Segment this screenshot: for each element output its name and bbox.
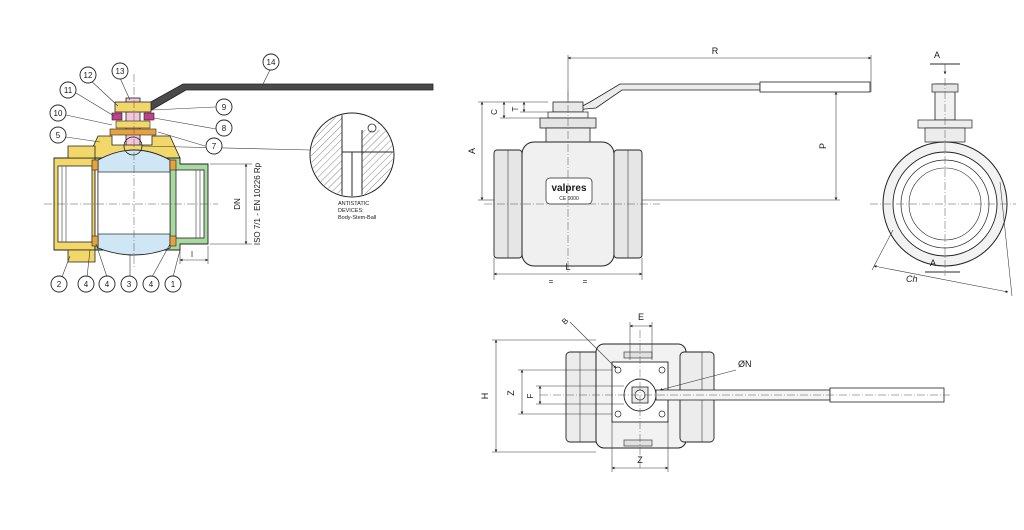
dim-N: ØN bbox=[738, 359, 752, 369]
dn-label: DN bbox=[233, 198, 242, 210]
callout-11: 11 bbox=[59, 81, 77, 99]
section-label-top: A bbox=[934, 50, 940, 60]
front-view: R valpres CE 0000 P A C T bbox=[467, 46, 872, 286]
callout-1: 1 bbox=[164, 275, 182, 293]
callout-leaders bbox=[61, 69, 271, 278]
brand-logo: valpres bbox=[551, 183, 586, 194]
svg-text:12: 12 bbox=[84, 71, 93, 80]
antistatic-caption-3: Body-Stem-Ball bbox=[338, 215, 376, 221]
end-hex-left bbox=[565, 351, 601, 443]
handle-grip bbox=[829, 387, 945, 403]
antistatic-caption-1: ANTISTATIC bbox=[338, 201, 369, 207]
svg-text:4: 4 bbox=[105, 280, 110, 289]
svg-text:3: 3 bbox=[127, 280, 132, 289]
seat-left bbox=[91, 235, 99, 247]
packing bbox=[115, 120, 151, 129]
seat-left bbox=[91, 159, 99, 171]
svg-text:11: 11 bbox=[64, 86, 73, 95]
seat-right bbox=[169, 235, 177, 247]
svg-text:4: 4 bbox=[149, 280, 154, 289]
antistatic-detail: ANTISTATIC DEVICES: Body-Stem-Ball bbox=[309, 112, 395, 221]
callout-6: 5 bbox=[49, 126, 67, 144]
svg-text:13: 13 bbox=[116, 67, 125, 76]
callout-5: 4 bbox=[77, 275, 95, 293]
svg-text:2: 2 bbox=[57, 280, 62, 289]
lever-handle bbox=[139, 83, 434, 113]
callout-12: 12 bbox=[79, 66, 97, 84]
stem-seal bbox=[111, 112, 123, 121]
callout-9: 9 bbox=[215, 98, 233, 116]
section-label-bottom: A bbox=[930, 258, 936, 268]
svg-text:4: 4 bbox=[84, 280, 89, 289]
ce-marking: CE 0000 bbox=[559, 196, 579, 202]
svg-text:7: 7 bbox=[212, 142, 217, 151]
callout-4: 4 bbox=[98, 275, 116, 293]
antistatic-caption-2: DEVICES: bbox=[338, 208, 364, 214]
dim-R: R bbox=[712, 46, 719, 56]
ch-label: Ch bbox=[906, 274, 918, 284]
callout-14: 14 bbox=[262, 53, 280, 71]
callout-13: 13 bbox=[111, 62, 129, 80]
dim-E: E bbox=[638, 312, 644, 322]
dim-Z-bottom: Z bbox=[637, 455, 643, 465]
dim-P: P bbox=[818, 143, 828, 149]
dim-C: C bbox=[490, 109, 499, 115]
svg-text:9: 9 bbox=[222, 103, 227, 112]
dim-H: H bbox=[480, 393, 490, 400]
dim-A: A bbox=[467, 148, 477, 154]
dim-Z-left: Z bbox=[506, 390, 516, 396]
callout-2: 2 bbox=[50, 275, 68, 293]
section-view: DN ISO 7/1 - EN 10226 Rp l 14 bbox=[44, 53, 434, 293]
equal-mark-1: = bbox=[549, 277, 554, 286]
handle-grip bbox=[759, 81, 871, 93]
dim-L: L bbox=[565, 262, 570, 272]
svg-text:14: 14 bbox=[267, 58, 276, 67]
dim-F: F bbox=[526, 393, 535, 398]
seat-right bbox=[169, 159, 177, 171]
callout-7: 7 bbox=[205, 137, 223, 155]
svg-text:8: 8 bbox=[222, 124, 227, 133]
packing-gasket bbox=[109, 128, 157, 136]
side-view: A A Ch bbox=[870, 50, 1016, 297]
svg-text:5: 5 bbox=[56, 131, 61, 140]
gland-nut bbox=[114, 101, 152, 113]
top-view: H Z F E B ØN Z bbox=[480, 312, 950, 472]
callout-10: 10 bbox=[49, 104, 67, 122]
svg-text:1: 1 bbox=[171, 280, 176, 289]
equal-mark-2: = bbox=[583, 277, 588, 286]
lever-handle bbox=[574, 83, 761, 111]
thread-spec-label: ISO 7/1 - EN 10226 Rp bbox=[253, 162, 262, 245]
dim-T: T bbox=[511, 106, 520, 111]
stem-seal bbox=[143, 112, 155, 121]
dim-B: B bbox=[560, 316, 570, 326]
svg-text:10: 10 bbox=[54, 109, 63, 118]
callout-3: 3 bbox=[120, 275, 138, 293]
callout-4: 4 bbox=[142, 275, 160, 293]
l-label: l bbox=[191, 250, 193, 259]
callout-8: 8 bbox=[215, 119, 233, 137]
